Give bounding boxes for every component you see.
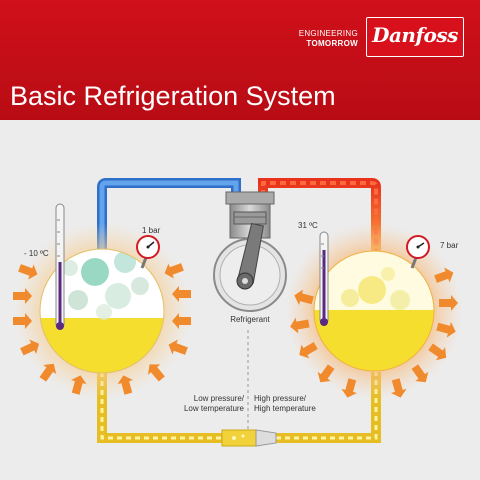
heat-out-arrows	[290, 267, 458, 398]
low-side-line1: Low pressure/	[194, 394, 245, 403]
discharge-line	[258, 178, 381, 252]
evaporator-pressure-gauge	[136, 235, 160, 269]
compressor	[213, 191, 287, 312]
page-title: Basic Refrigeration System	[10, 81, 336, 111]
low-side-line2: Low temperature	[184, 404, 245, 413]
evaporator-temperature-label: - 10 ºC	[24, 249, 49, 258]
brand-logo-text: Danfoss	[372, 23, 458, 47]
evaporator-pressure-label: 1 bar	[142, 226, 161, 235]
condenser	[286, 223, 462, 399]
condenser-pressure-label: 7 bar	[440, 241, 459, 250]
header-banner: ENGINEERING TOMORROW Danfoss Basic Refri…	[0, 0, 480, 120]
brand-logo: Danfoss	[366, 17, 464, 57]
condenser-pressure-gauge	[406, 235, 430, 269]
suction-line	[97, 178, 241, 250]
compressor-label: Refrigerant	[230, 315, 270, 324]
expansion-valve	[221, 429, 277, 447]
condenser-temperature-label: 31 ºC	[298, 221, 318, 230]
evaporator-thermometer	[55, 203, 65, 330]
heat-in-arrows	[13, 263, 191, 395]
tagline-line1: ENGINEERING	[298, 29, 358, 38]
tagline: ENGINEERING TOMORROW	[278, 29, 358, 49]
high-side-line2: High temperature	[254, 404, 316, 413]
high-side-line1: High pressure/	[254, 394, 307, 403]
condenser-thermometer	[319, 231, 329, 326]
refrigeration-diagram: - 10 ºC 1 bar 31 ºC 7 bar Refrigerant Lo…	[13, 178, 462, 447]
tagline-line2: TOMORROW	[306, 39, 358, 48]
